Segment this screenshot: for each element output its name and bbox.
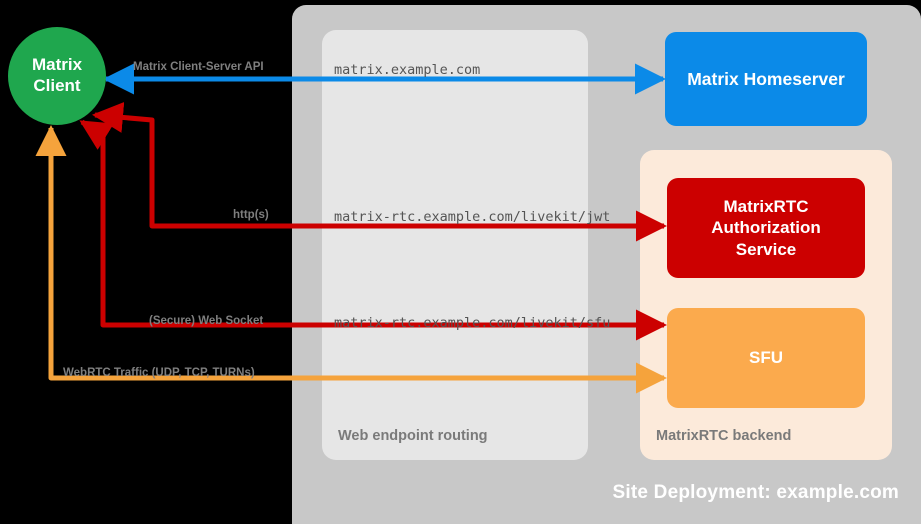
sfu-label: SFU (749, 348, 783, 367)
auth-service-line1: MatrixRTC (723, 196, 809, 216)
label-livekit-jwt: http(s) (233, 209, 269, 221)
label-livekit-sfu: (Secure) Web Socket (149, 315, 264, 327)
matrix-homeserver-label: Matrix Homeserver (687, 68, 845, 89)
web-endpoint-routing-label: Web endpoint routing (338, 428, 488, 444)
endpoint-url-livekit-sfu: matrix-rtc.example.com/livekit/sfu (334, 315, 611, 331)
node-matrixrtc-authorization-service[interactable]: MatrixRTC Authorization Service (667, 178, 865, 278)
endpoint-url-livekit-jwt: matrix-rtc.example.com/livekit/jwt (334, 209, 611, 225)
label-client-server-api: Matrix Client-Server API (133, 61, 264, 73)
node-sfu[interactable]: SFU (667, 308, 865, 408)
auth-service-line2: Authorization (711, 218, 821, 238)
node-matrix-homeserver[interactable]: Matrix Homeserver (665, 32, 867, 126)
matrix-client-line2: Client (33, 76, 81, 95)
matrixrtc-backend-label: MatrixRTC backend (656, 428, 792, 444)
matrix-client-line1: Matrix (31, 55, 83, 75)
web-endpoint-routing-container: Web endpoint routing (322, 30, 588, 460)
site-deployment-label: Site Deployment: example.com (612, 482, 899, 503)
endpoint-url-matrix: matrix.example.com (334, 62, 481, 78)
label-webrtc-traffic: WebRTC Traffic (UDP, TCP, TURNs) (63, 367, 255, 379)
node-matrix-client[interactable]: Matrix Client (8, 27, 106, 125)
auth-service-line3: Service (735, 239, 797, 259)
